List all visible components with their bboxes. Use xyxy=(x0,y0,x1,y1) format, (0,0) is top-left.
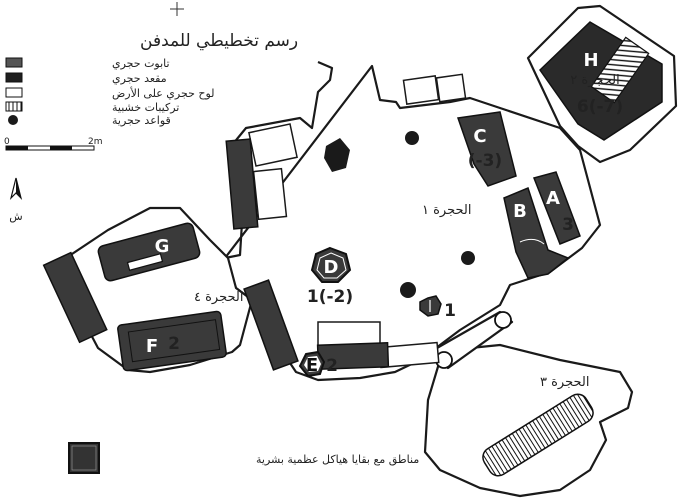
legend-label-base: قواعد حجرية xyxy=(112,114,171,127)
sarcophagus-g: G xyxy=(97,222,201,282)
scale-start: 0 xyxy=(4,137,10,147)
sarcophagus-f: F 2 xyxy=(117,310,227,372)
legend-label-sarcophagus: تابوت حجري xyxy=(112,57,170,70)
marker-e-count: 2 xyxy=(326,356,338,376)
north-arrow-icon: ش xyxy=(9,177,23,223)
registration-mark xyxy=(170,2,184,16)
legend-label-wooden: تركيبات خشبية xyxy=(112,101,179,114)
marker-f-count: 2 xyxy=(168,334,180,354)
legend-label-bench: مقعد حجري xyxy=(112,72,167,85)
legend-swatch-sarcophagus xyxy=(5,57,23,68)
sarcophagus-h: H 6(-7) xyxy=(539,21,663,141)
marker-f: F xyxy=(146,336,158,357)
marker-h: H xyxy=(583,50,598,71)
legend-swatch-bench xyxy=(5,72,23,83)
sarcophagus-b: B xyxy=(503,186,570,279)
small-base-count: 1 xyxy=(444,301,456,321)
room4-label: الحجرة ٤ xyxy=(194,290,243,305)
north-label: ش xyxy=(9,210,22,223)
marker-b: B xyxy=(513,201,527,222)
legend-swatch-wooden xyxy=(5,101,23,112)
marker-d-count: 1(-2) xyxy=(307,287,353,307)
marker-g: G xyxy=(155,236,170,257)
marker-c: C xyxy=(473,126,486,147)
marker-d-base: D xyxy=(310,246,352,283)
remains-legend: مناطق مع بقايا هياكل عظمية بشرية xyxy=(68,442,419,474)
marker-c-count: (-3) xyxy=(468,151,502,171)
room3-label: الحجرة ٣ xyxy=(540,375,589,390)
marker-a-count: 3 xyxy=(562,215,574,235)
room1-label: الحجرة ١ xyxy=(422,203,471,218)
marker-h-count: 6(-7) xyxy=(577,97,623,117)
plan-title: رسم تخطيطي للمدفن xyxy=(140,31,298,51)
room2-label: الحجرة ٢ xyxy=(570,73,619,88)
benches xyxy=(42,138,390,371)
scale-bar: 0 2m xyxy=(4,137,103,151)
legend-swatch-floor-slab xyxy=(5,87,23,98)
marker-a: A xyxy=(546,188,560,209)
room3-wall xyxy=(423,343,634,498)
marker-d: D xyxy=(324,257,339,278)
stone-bases xyxy=(324,131,475,298)
legend-label-floor-slab: لوح حجري على الأرض xyxy=(112,86,215,100)
sarcophagus-c: C (-3) xyxy=(456,111,517,187)
passage-pillar-2 xyxy=(494,311,512,329)
remains-legend-label: مناطق مع بقايا هياكل عظمية بشرية xyxy=(256,453,419,467)
scale-end: 2m xyxy=(88,137,103,147)
legend: تابوت حجري مقعد حجري لوح حجري على الأرض … xyxy=(5,57,215,127)
small-base xyxy=(419,295,442,317)
marker-e: E xyxy=(306,355,318,376)
sarcophagus-a: A 3 xyxy=(532,171,581,245)
marker-e-base: E xyxy=(298,350,326,378)
legend-swatch-base xyxy=(8,115,18,125)
room3-wooden-structure xyxy=(482,393,594,477)
